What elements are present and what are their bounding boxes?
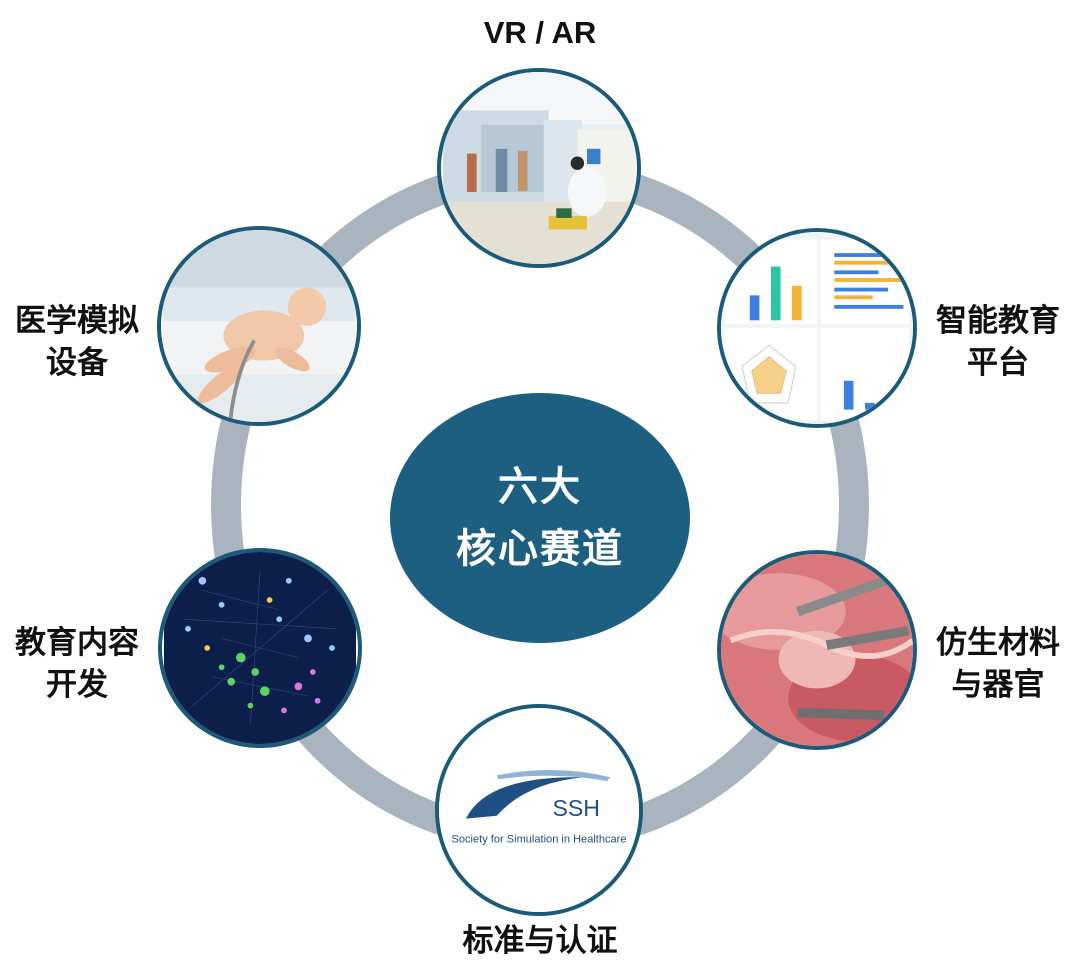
biomaterials-image [717,550,917,750]
label-vr-ar: VR / AR [483,15,597,50]
vr-ar-image [437,68,641,268]
center-circle: 六大 核心赛道 [390,393,690,643]
content-image [158,548,362,748]
standards-image: SSH Society for Simulation in Healthcare [435,704,643,916]
platform-image [717,228,917,428]
label-platform: 智能教育 平台 [936,303,1060,381]
label-content: 教育内容 开发 [15,625,139,703]
label-biomaterials: 仿生材料 与器官 [936,625,1060,703]
ssh-logo: SSH Society for Simulation in Healthcare [439,708,639,912]
label-standards: 标准与认证 [462,923,618,959]
ssh-abbr: SSH [552,795,599,821]
center-title-line1: 六大 [498,464,582,510]
ssh-full-name: Society for Simulation in Healthcare [452,834,627,846]
center-title-line2: 核心赛道 [456,526,624,572]
label-simulation: 医学模拟 设备 [15,303,139,381]
infant-manikin-photo [163,230,355,422]
knowledge-graph-screenshot [164,552,356,744]
vr-ar-photo [443,72,635,264]
dashboard-screenshot [721,232,913,424]
simulation-image [157,226,361,426]
surgical-model-photo [721,554,913,746]
